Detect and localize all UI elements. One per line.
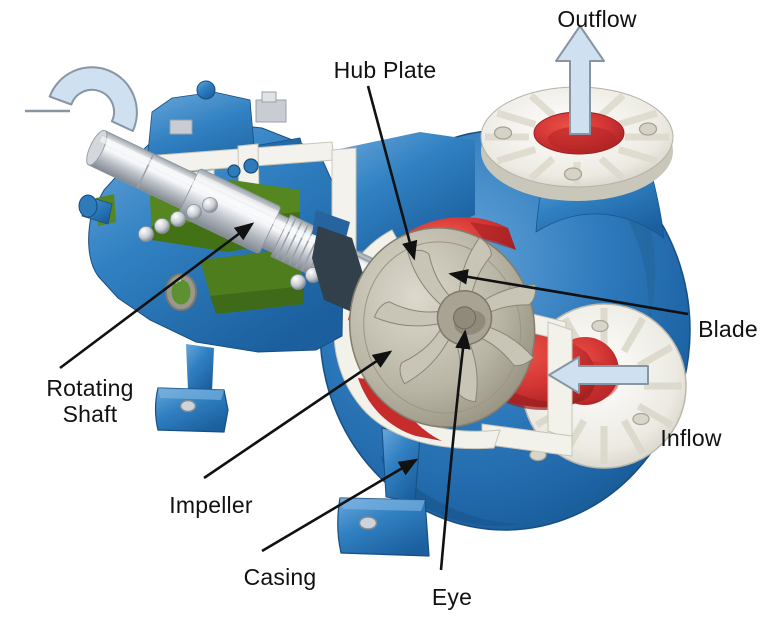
leader-eye — [439, 329, 471, 571]
discharge-flange — [480, 86, 674, 239]
label-inflow: Inflow — [660, 425, 722, 451]
drain-plug — [78, 194, 113, 225]
label-blade: Blade — [698, 316, 758, 342]
label-casing: Casing — [243, 564, 317, 590]
label-impeller: Impeller — [169, 492, 253, 518]
mounting-foot-right — [337, 427, 430, 557]
label-rotating-shaft: Rotating Shaft — [46, 375, 134, 427]
leader-blade — [448, 269, 689, 316]
oil-sight-glass — [165, 273, 197, 311]
rotation-arrow-icon — [25, 66, 138, 132]
suction-bolt-holes — [529, 319, 650, 462]
mounting-foot-left — [154, 344, 229, 433]
leader-impeller — [203, 350, 393, 480]
label-eye: Eye — [431, 584, 473, 610]
leader-casing — [261, 458, 419, 553]
leader-rotating-shaft — [59, 222, 255, 370]
label-hub-plate: Hub Plate — [333, 57, 437, 83]
outflow-arrow-icon — [555, 25, 605, 135]
leader-hub-plate — [366, 85, 418, 261]
flange-bolt-holes — [493, 122, 658, 181]
label-outflow: Outflow — [557, 6, 637, 32]
inflow-arrow-icon — [548, 356, 649, 394]
ball-bearings — [138, 197, 336, 290]
